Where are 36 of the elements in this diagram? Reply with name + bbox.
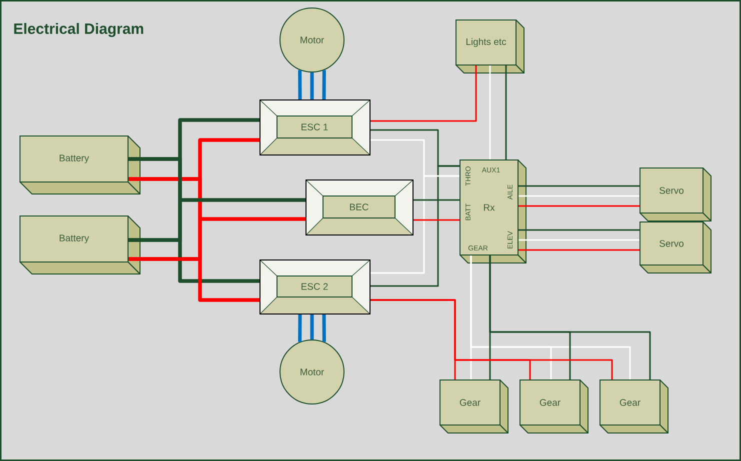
servo-box: Servo	[640, 222, 712, 274]
wire	[518, 229, 640, 231]
battery-box: Battery	[20, 216, 140, 274]
wire	[518, 239, 640, 241]
wire	[322, 70, 326, 100]
wire	[322, 314, 326, 342]
wire	[310, 72, 314, 100]
wire	[518, 185, 640, 187]
wire	[128, 238, 260, 283]
wire	[505, 66, 507, 160]
wire	[128, 257, 260, 302]
wire	[310, 314, 314, 340]
title: Electrical Diagram	[14, 22, 144, 38]
wire	[470, 256, 631, 380]
wire	[414, 219, 460, 221]
wire	[370, 66, 477, 122]
gear-box: Gear	[440, 380, 508, 434]
wire	[489, 66, 491, 160]
esc-box: ESC 2	[260, 260, 370, 314]
gear-box: Gear	[520, 380, 588, 434]
servo-box: Servo	[640, 168, 712, 222]
bec-box: BEC	[306, 180, 414, 236]
gear-box: Gear	[600, 380, 668, 434]
lights-box: Lights etc	[456, 20, 524, 74]
esc-box: ESC 1	[260, 100, 370, 156]
wire	[518, 249, 640, 251]
wire	[370, 175, 460, 274]
wire	[370, 165, 460, 287]
wire	[370, 299, 613, 380]
wire	[298, 70, 302, 100]
wire	[298, 314, 302, 342]
wire	[489, 256, 651, 380]
wire	[414, 199, 460, 201]
wire	[518, 195, 640, 197]
battery-box: Battery	[20, 136, 140, 194]
wire	[518, 205, 640, 207]
